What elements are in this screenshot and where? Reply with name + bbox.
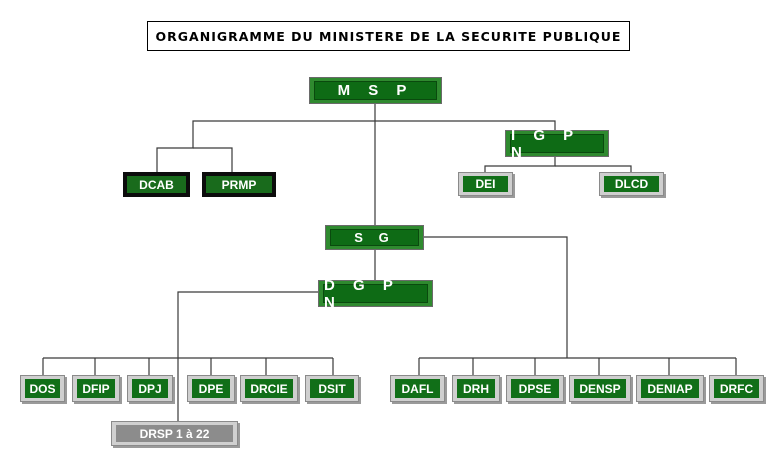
node-densp: DENSP	[569, 375, 631, 402]
node-drfc-label: DRFC	[714, 379, 759, 398]
node-sg: S G	[325, 225, 424, 250]
node-drsp-label: DRSP 1 à 22	[116, 425, 233, 442]
node-prmp-label: PRMP	[206, 176, 272, 193]
node-deniap: DENIAP	[636, 375, 704, 402]
node-dos-label: DOS	[25, 379, 60, 398]
node-densp-label: DENSP	[574, 379, 626, 398]
node-dafl-label: DAFL	[395, 379, 440, 398]
line-dgpn-left	[177, 291, 318, 423]
line-msp-prmp	[193, 147, 233, 173]
node-dos: DOS	[20, 375, 65, 402]
node-dpj: DPJ	[127, 375, 173, 402]
node-dpe: DPE	[187, 375, 235, 402]
line-msp-dcab	[156, 120, 375, 173]
node-drh: DRH	[452, 375, 500, 402]
line-sg-right	[423, 236, 568, 358]
node-drh-label: DRH	[457, 379, 495, 398]
node-dsit-label: DSIT	[310, 379, 354, 398]
node-sg-label: S G	[330, 229, 419, 246]
node-drcie-label: DRCIE	[245, 379, 293, 398]
node-dcab-label: DCAB	[127, 176, 186, 193]
node-dgpn-label: D G P N	[323, 277, 428, 311]
node-dei-label: DEI	[463, 176, 508, 192]
node-drsp: DRSP 1 à 22	[111, 421, 238, 446]
node-dpse: DPSE	[506, 375, 564, 402]
node-dpse-label: DPSE	[511, 379, 559, 398]
node-dei: DEI	[458, 172, 513, 196]
node-igpn-label: I G P N	[510, 127, 604, 161]
node-dafl: DAFL	[390, 375, 445, 402]
node-dlcd: DLCD	[599, 172, 664, 196]
line-igpn-dei	[484, 155, 556, 173]
node-dsit: DSIT	[305, 375, 359, 402]
node-dfip-label: DFIP	[77, 379, 115, 398]
node-igpn: I G P N	[505, 127, 609, 161]
node-drcie: DRCIE	[240, 375, 298, 402]
node-deniap-label: DENIAP	[641, 379, 699, 398]
node-dgpn: D G P N	[318, 277, 433, 311]
line-msp-igpn	[375, 120, 556, 131]
chart-title: ORGANIGRAMME DU MINISTERE DE LA SECURITE…	[147, 21, 630, 51]
node-dfip: DFIP	[72, 375, 120, 402]
line-igpn-dlcd	[555, 165, 632, 173]
node-dlcd-label: DLCD	[604, 176, 659, 192]
node-dpe-label: DPE	[192, 379, 230, 398]
node-dpj-label: DPJ	[132, 379, 168, 398]
node-prmp: PRMP	[202, 172, 276, 197]
node-drfc: DRFC	[709, 375, 764, 402]
node-msp-label: M S P	[314, 81, 437, 100]
node-msp: M S P	[309, 77, 442, 104]
node-dcab: DCAB	[123, 172, 190, 197]
